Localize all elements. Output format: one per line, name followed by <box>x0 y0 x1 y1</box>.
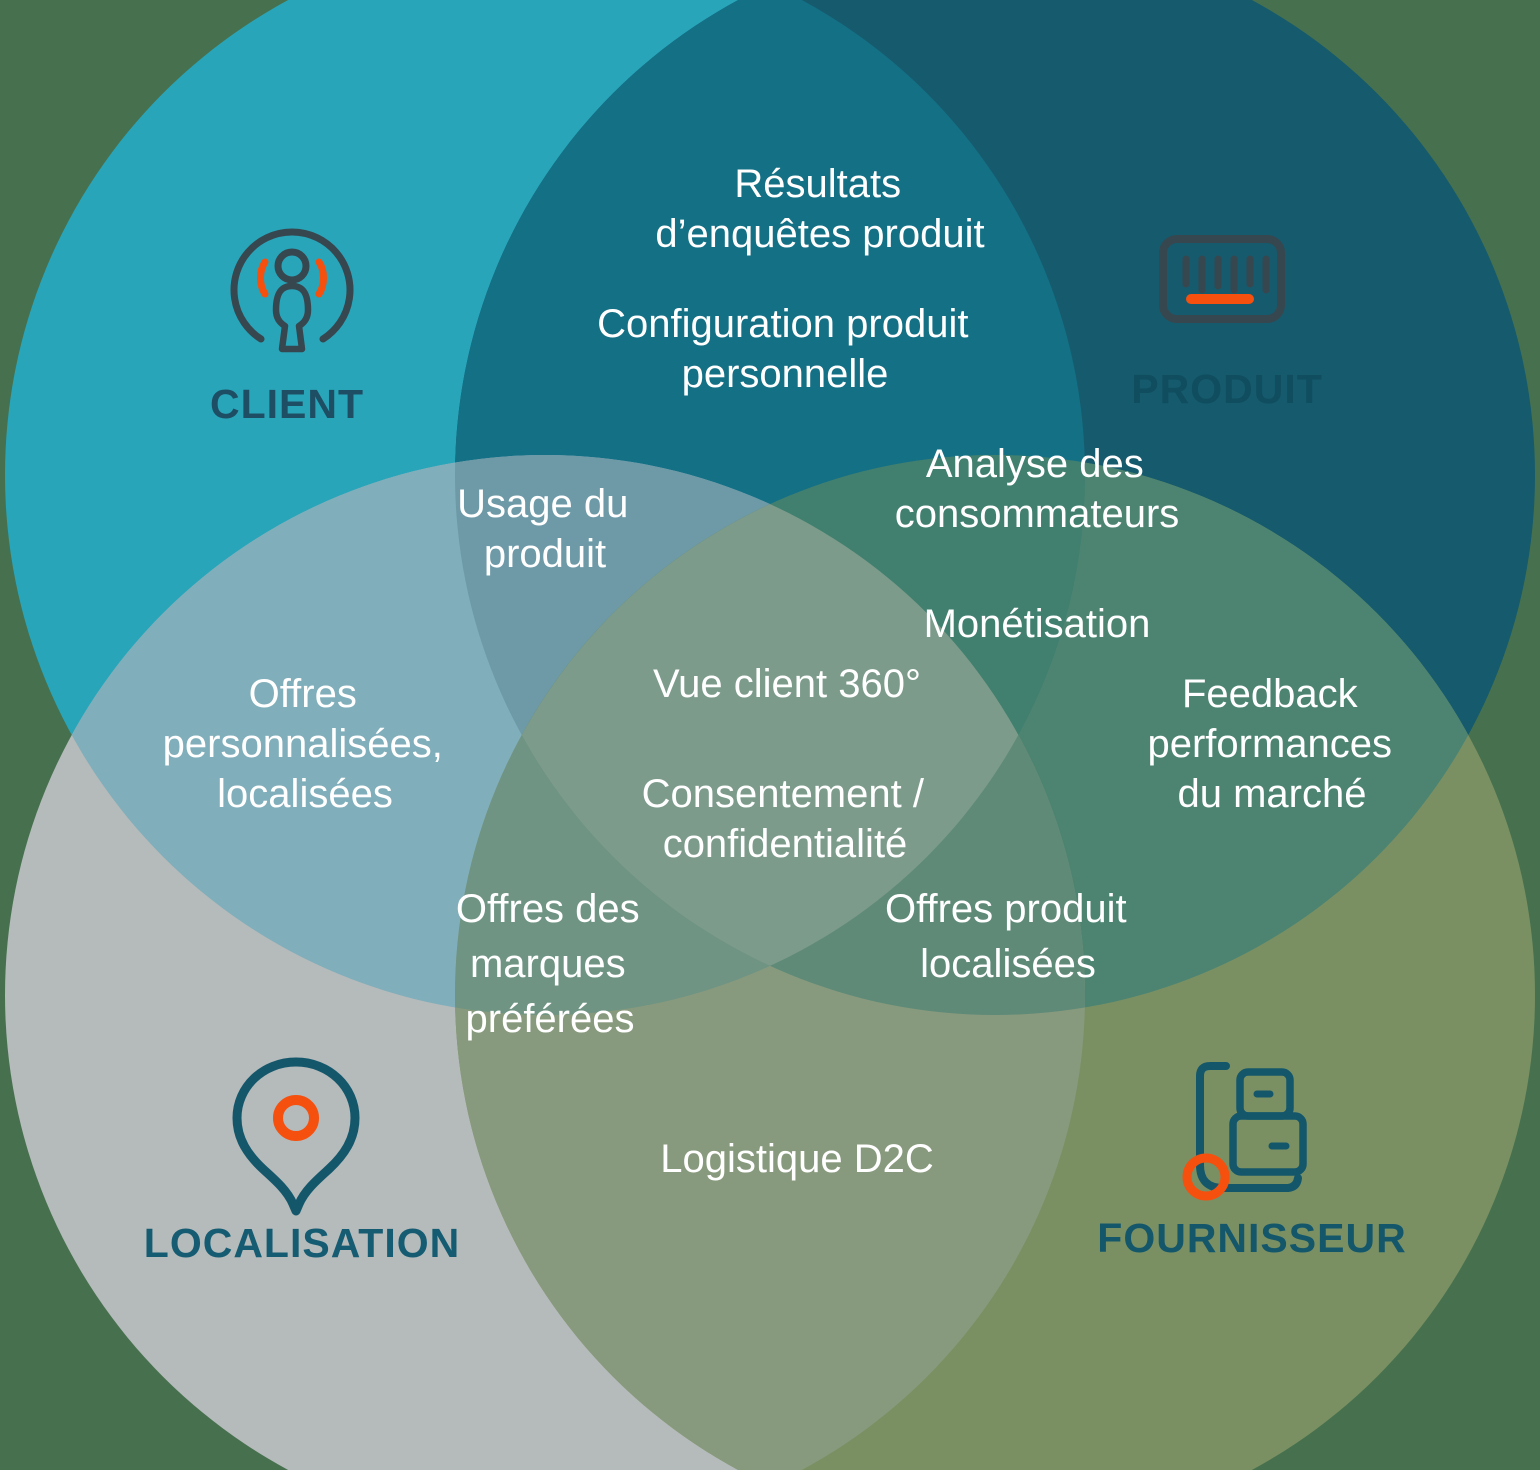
region-text-offres-personnalisees: Offres personnalisées, localisées <box>163 672 448 816</box>
pin-outline <box>232 1057 360 1216</box>
text-line: localisées <box>920 942 1096 986</box>
pin-accent-ring <box>273 1095 319 1141</box>
text-line: Résultats <box>734 162 901 206</box>
region-text-offres-marques: Offres des marques préférées <box>456 887 644 1041</box>
region-text-consentement: Consentement / confidentialité <box>642 772 929 866</box>
text-line: Vue client 360° <box>653 662 921 706</box>
text-line: personnalisées, <box>163 722 443 766</box>
text-line: Consentement / <box>642 772 925 816</box>
region-text-feedback: Feedback performances du marché <box>1147 672 1396 816</box>
region-text-enquetes: Résultats d’enquêtes produit <box>655 162 984 256</box>
text-line: performances <box>1147 722 1392 766</box>
text-line: confidentialité <box>663 822 908 866</box>
text-line: Usage du <box>457 482 628 526</box>
region-text-offres-produit: Offres produit localisées <box>885 887 1131 986</box>
text-line: Feedback <box>1182 672 1359 716</box>
text-line: Offres des <box>456 887 640 931</box>
hand-truck-icon <box>1182 1062 1307 1201</box>
text-line: du marché <box>1178 772 1367 816</box>
text-line: Analyse des <box>926 442 1144 486</box>
text-line: Monétisation <box>924 602 1151 646</box>
text-line: préférées <box>466 997 635 1041</box>
label-produit: PRODUIT <box>1131 366 1323 412</box>
barcode-bars <box>1182 255 1270 294</box>
text-line: Offres produit <box>885 887 1127 931</box>
broadcast-right-wave <box>315 258 327 298</box>
region-text-analyse: Analyse des consommateurs <box>895 442 1180 536</box>
hand-truck-frame <box>1196 1062 1302 1192</box>
barcode-icon <box>1159 235 1285 323</box>
region-text-usage: Usage du produit <box>457 482 633 576</box>
region-text-vue-client: Vue client 360° <box>653 662 921 706</box>
hand-truck-wheel <box>1182 1153 1230 1201</box>
text-line: Offres <box>249 672 357 716</box>
text-line: localisées <box>217 772 393 816</box>
label-client: CLIENT <box>210 381 364 427</box>
text-line: d’enquêtes produit <box>655 212 984 256</box>
region-text-configuration: Configuration produit personnelle <box>597 302 973 396</box>
map-pin-icon <box>232 1057 360 1216</box>
text-line: produit <box>484 532 606 576</box>
broadcast-outer-arc <box>230 228 354 343</box>
text-line: marques <box>470 942 626 986</box>
broadcast-left-wave <box>257 258 269 298</box>
region-text-monetisation: Monétisation <box>924 602 1151 646</box>
text-line: personnelle <box>682 352 889 396</box>
text-line: consommateurs <box>895 492 1180 536</box>
text-line: Logistique D2C <box>660 1137 934 1181</box>
person-body <box>272 282 312 353</box>
person-head <box>274 248 310 284</box>
hand-truck-bottom-box <box>1229 1112 1307 1176</box>
label-fournisseur: FOURNISSEUR <box>1097 1215 1406 1261</box>
person-broadcast-icon <box>230 228 354 353</box>
text-line: Configuration produit <box>597 302 968 346</box>
barcode-outline <box>1159 235 1285 323</box>
label-localisation: LOCALISATION <box>144 1220 460 1266</box>
region-text-logistique: Logistique D2C <box>660 1137 934 1181</box>
